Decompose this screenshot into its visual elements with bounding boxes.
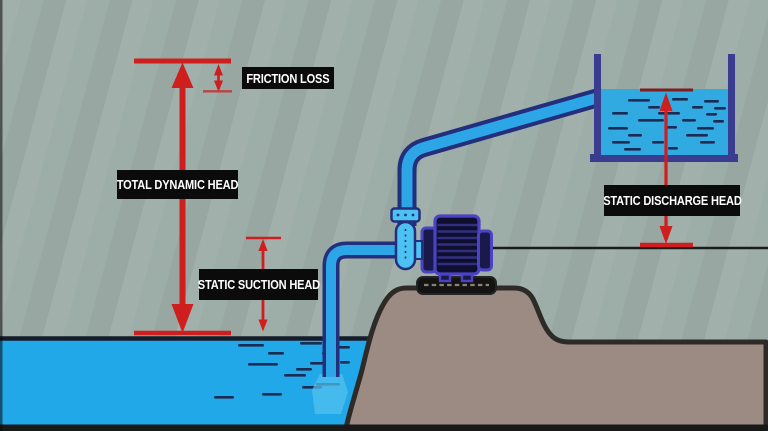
ripple-dash xyxy=(682,119,696,122)
ripple-dash xyxy=(268,352,284,355)
motor-fins xyxy=(437,223,478,266)
ripple-dash xyxy=(697,127,714,130)
friction-loss-text: FRICTION LOSS xyxy=(246,70,330,86)
motor-right-cap xyxy=(477,229,493,272)
friction-loss-arrow xyxy=(203,64,232,93)
static-suction-head-arrow xyxy=(246,236,281,332)
suction-reservoir xyxy=(0,336,382,429)
ripple-dash xyxy=(612,112,628,115)
ripple-dash xyxy=(284,374,306,377)
ripple-dash xyxy=(714,107,726,110)
label-static-discharge-head: STATIC DISCHARGE HEAD xyxy=(602,185,742,216)
water-ripples xyxy=(608,98,726,151)
pipe-splash xyxy=(312,374,348,414)
ripple-dash xyxy=(648,106,660,109)
ripple-dash xyxy=(706,113,717,116)
ripple-dash xyxy=(692,106,703,109)
ripple-dash xyxy=(700,141,715,144)
ripple-dash xyxy=(262,393,282,396)
ripple-dash xyxy=(686,134,708,137)
ripple-dash xyxy=(612,141,630,144)
left-edge-strip xyxy=(0,0,3,431)
ripple-dash xyxy=(704,100,719,103)
discharge-pipe xyxy=(397,87,605,226)
static-discharge-head-text: STATIC DISCHARGE HEAD xyxy=(602,193,742,208)
static-suction-head-text: STATIC SUCTION HEAD xyxy=(197,277,320,292)
ground xyxy=(343,285,768,431)
ripple-dash xyxy=(238,344,264,347)
label-static-suction-head: STATIC SUCTION HEAD xyxy=(197,269,320,300)
ripple-dash xyxy=(638,119,664,122)
ripple-dash xyxy=(672,98,688,101)
label-friction-loss: FRICTION LOSS xyxy=(242,67,334,89)
suction-pipe xyxy=(322,241,399,377)
label-total-dynamic-head: TOTAL DYNAMIC HEAD xyxy=(117,170,238,199)
ripple-dash xyxy=(713,120,724,123)
flange-bolts xyxy=(396,213,415,217)
bottom-edge-strip xyxy=(0,424,768,431)
ripple-dash xyxy=(248,363,278,366)
ripple-dash xyxy=(628,134,642,137)
ripple-dash xyxy=(658,112,680,115)
ripple-dash xyxy=(310,362,324,365)
ripple-dash xyxy=(608,127,628,130)
total-dynamic-head-text: TOTAL DYNAMIC HEAD xyxy=(116,177,239,192)
ripple-dash xyxy=(652,141,664,144)
ripple-dash xyxy=(666,126,677,129)
ripple-dash xyxy=(214,396,234,399)
ripple-dash xyxy=(340,361,350,364)
ripple-dash xyxy=(668,147,678,150)
ripple-dash xyxy=(624,148,641,151)
ripple-dash xyxy=(300,342,322,345)
ripple-dash xyxy=(628,99,650,102)
ripple-dash xyxy=(296,368,312,371)
pump xyxy=(390,207,497,295)
